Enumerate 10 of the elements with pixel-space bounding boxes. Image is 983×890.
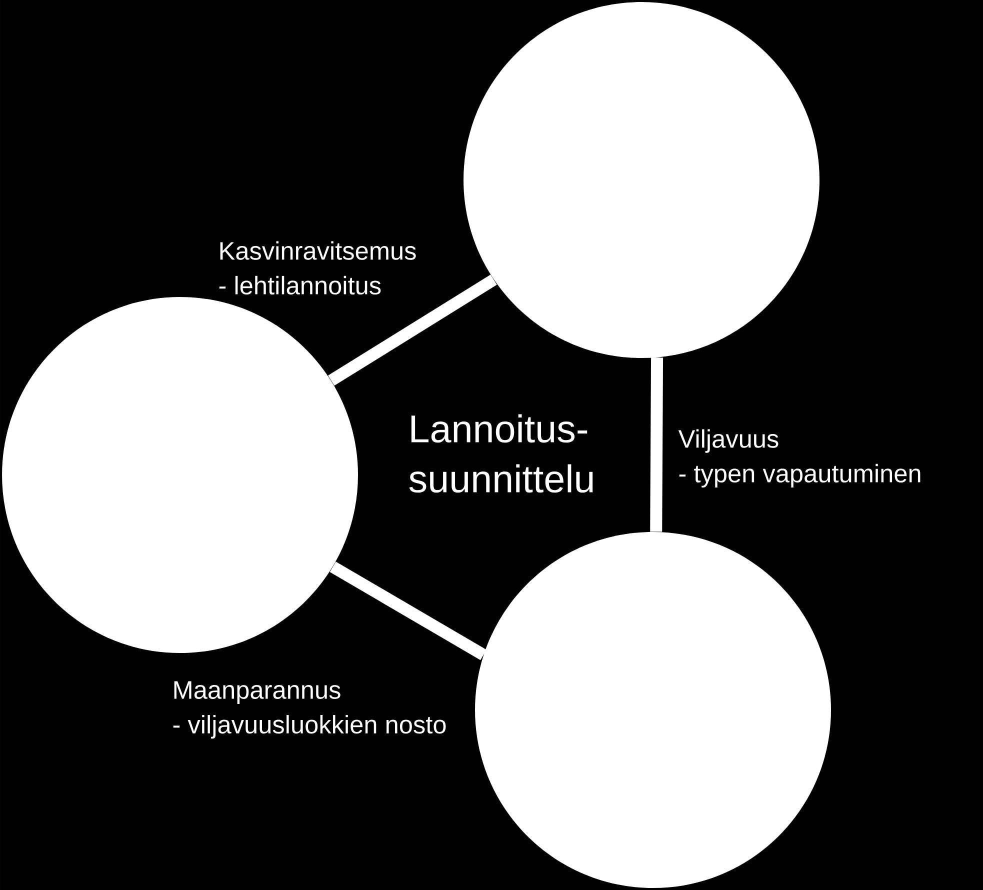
- edge-label: Viljavuus - typen vapautuminen: [678, 429, 920, 488]
- circle-shape: [464, 2, 820, 358]
- circle-shape: [475, 532, 831, 888]
- circle-shape: [2, 297, 358, 653]
- connector-line: [328, 274, 497, 386]
- edge-label: Kasvinravitsemus - lehtilannoitus: [219, 241, 416, 295]
- edge-label: Maanparannus - viljavuusluokkien nosto: [173, 681, 446, 739]
- center-label: Lannoitus- suunnittelu: [409, 414, 593, 493]
- connector-line: [330, 562, 486, 660]
- connector-line: [650, 358, 664, 532]
